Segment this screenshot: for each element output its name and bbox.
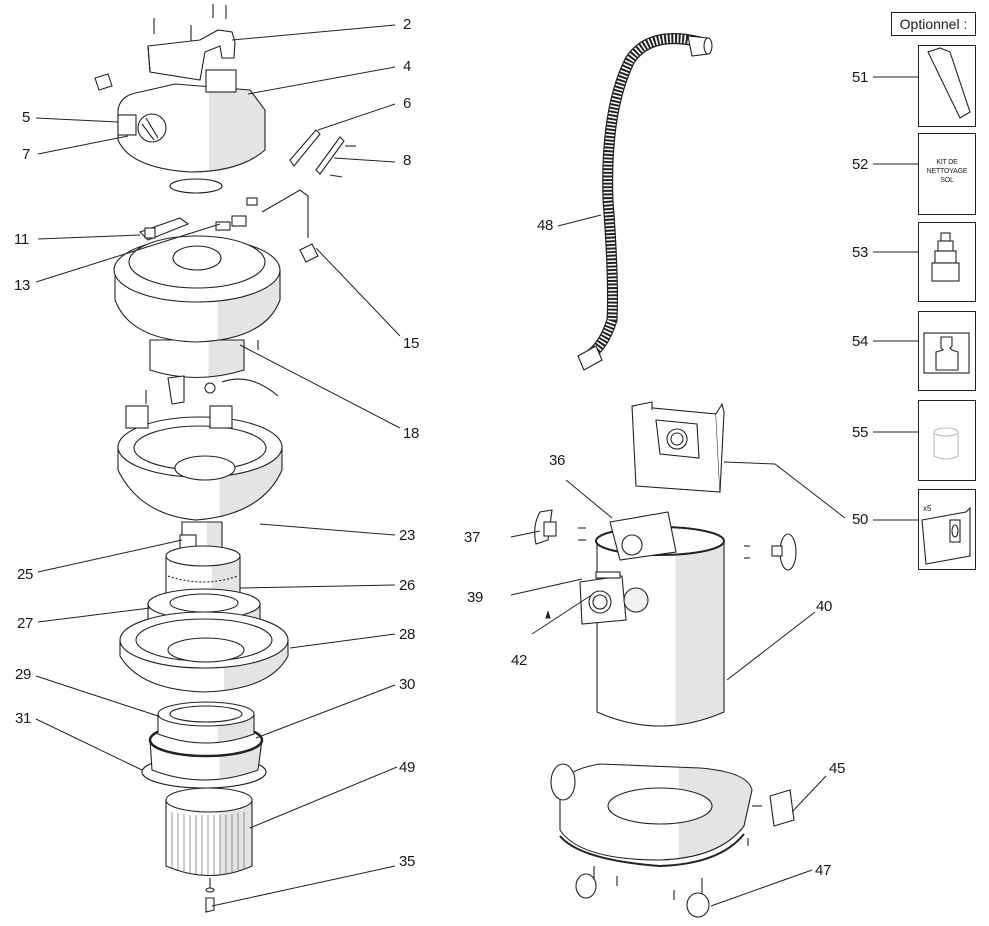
optional-header: Optionnel : bbox=[891, 12, 976, 36]
floor-kit-label: KIT DE NETTOYAGE SOL bbox=[919, 158, 975, 185]
callout-52: 52 bbox=[852, 156, 869, 173]
part-top-cover bbox=[94, 69, 266, 173]
opt-box-stepped-adapter bbox=[918, 222, 976, 302]
callout-8: 8 bbox=[403, 152, 412, 169]
callout-25: 25 bbox=[17, 566, 34, 583]
callout-4: 4 bbox=[403, 58, 412, 75]
part-latch-right bbox=[744, 533, 797, 571]
callout-11: 11 bbox=[14, 231, 29, 248]
callout-42: 42 bbox=[511, 652, 528, 669]
part-latch-left bbox=[534, 509, 586, 545]
part-power-cord bbox=[261, 189, 319, 263]
callout-7: 7 bbox=[22, 146, 31, 163]
part-hose bbox=[577, 33, 713, 371]
opt-box-cartridge bbox=[918, 400, 976, 481]
callout-18: 18 bbox=[403, 425, 420, 442]
callout-26: 26 bbox=[399, 577, 416, 594]
opt-box-floor-kit: KIT DE NETTOYAGE SOL bbox=[918, 133, 976, 215]
opt-box-crevice-nozzle bbox=[918, 45, 976, 127]
part-filter-cage bbox=[141, 701, 267, 789]
part-handle bbox=[147, 29, 236, 81]
callout-47: 47 bbox=[815, 862, 832, 879]
callout-27: 27 bbox=[17, 615, 34, 632]
floor-kit-line-3: SOL bbox=[940, 177, 954, 184]
callout-53: 53 bbox=[852, 244, 869, 261]
part-base bbox=[550, 763, 795, 918]
callout-39: 39 bbox=[467, 589, 484, 606]
part-inlet bbox=[545, 571, 649, 625]
callout-15: 15 bbox=[403, 335, 420, 352]
callout-55: 55 bbox=[852, 424, 869, 441]
part-circuit-board bbox=[138, 217, 190, 241]
part-paper-bag bbox=[631, 401, 725, 493]
callout-35: 35 bbox=[399, 853, 416, 870]
part-bracket-hose bbox=[145, 375, 279, 405]
callout-45: 45 bbox=[829, 760, 846, 777]
callout-37: 37 bbox=[464, 529, 481, 546]
opt-box-filter-bag bbox=[918, 311, 976, 391]
callout-6: 6 bbox=[403, 95, 412, 112]
part-motor-base bbox=[119, 611, 289, 693]
part-filter-knob bbox=[205, 878, 215, 913]
part-motor-housing bbox=[117, 405, 283, 521]
floor-kit-line-1: KIT DE bbox=[936, 159, 958, 166]
floor-kit-line-2: NETTOYAGE bbox=[926, 168, 968, 175]
callout-28: 28 bbox=[399, 626, 416, 643]
callout-2: 2 bbox=[403, 16, 412, 33]
callout-31: 31 bbox=[15, 710, 32, 727]
callout-13: 13 bbox=[14, 277, 31, 294]
callout-51: 51 bbox=[852, 69, 869, 86]
opt-box-paper-bag: x5 bbox=[918, 489, 976, 570]
top-screws bbox=[153, 4, 227, 41]
part-connector bbox=[215, 197, 258, 231]
part-cartridge-filter bbox=[165, 787, 253, 877]
callout-48: 48 bbox=[537, 217, 554, 234]
callout-23: 23 bbox=[399, 527, 416, 544]
quantity-label: x5 bbox=[923, 504, 932, 513]
leader-lines bbox=[35, 24, 918, 907]
callout-29: 29 bbox=[15, 666, 32, 683]
callout-54: 54 bbox=[852, 333, 869, 350]
callout-36: 36 bbox=[549, 452, 566, 469]
part-side-plates bbox=[289, 129, 356, 178]
callout-50: 50 bbox=[852, 511, 869, 528]
part-tank bbox=[595, 511, 725, 727]
part-seal-ring bbox=[169, 178, 223, 194]
callout-40: 40 bbox=[816, 598, 833, 615]
callout-49: 49 bbox=[399, 759, 416, 776]
part-motor-head bbox=[113, 235, 281, 379]
callout-5: 5 bbox=[22, 109, 31, 126]
callout-30: 30 bbox=[399, 676, 416, 693]
